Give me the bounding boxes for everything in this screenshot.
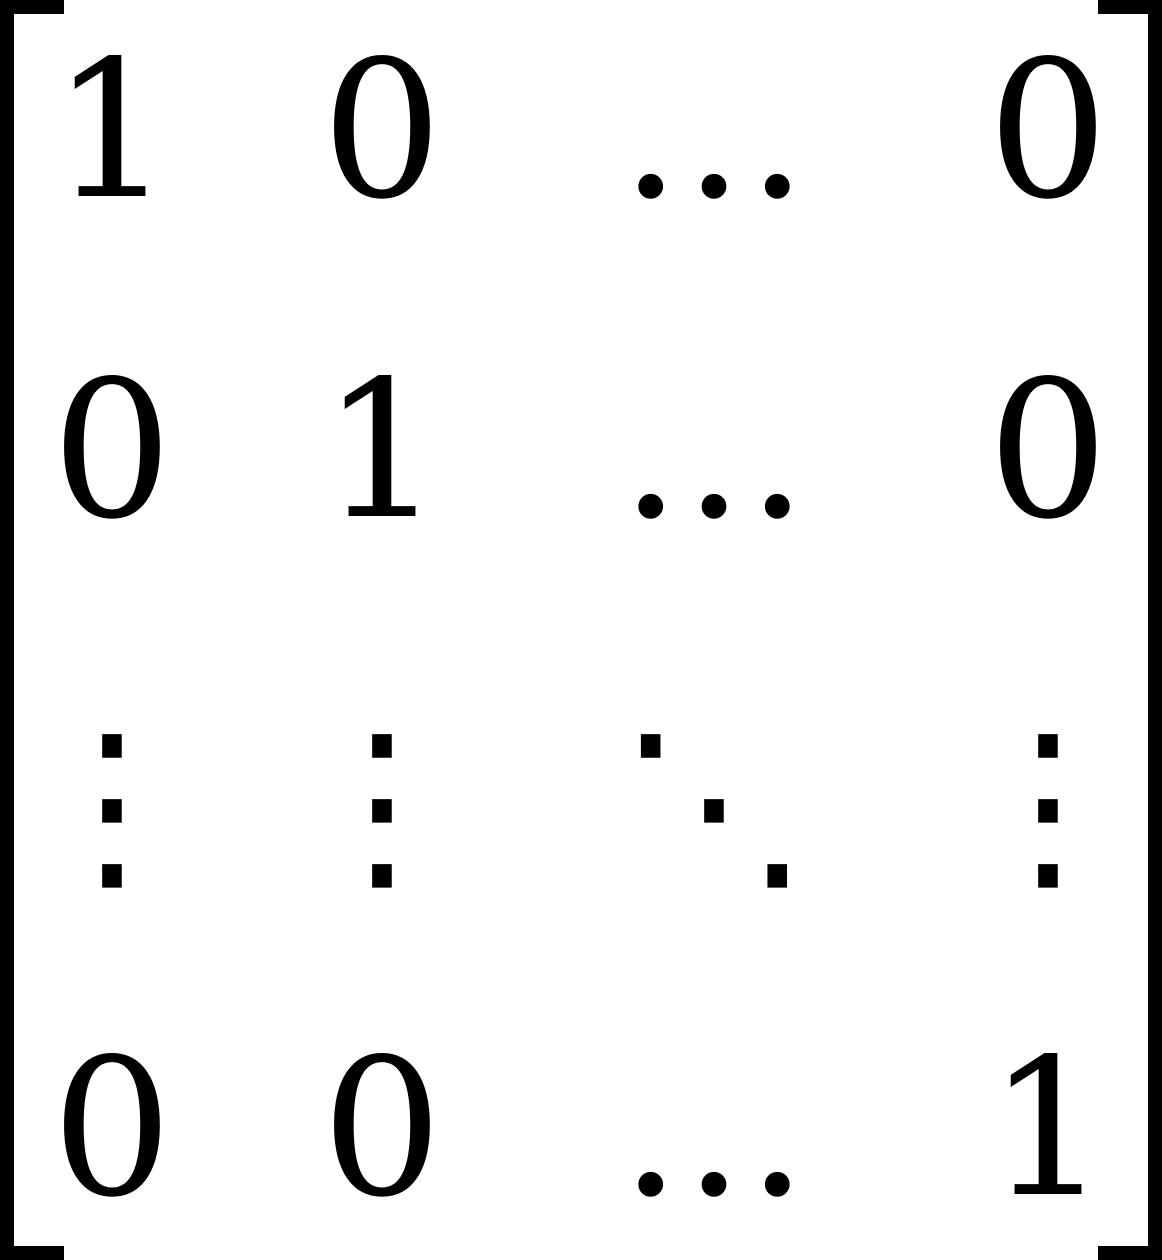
matrix-entry-r3-c1: ⋮ bbox=[17, 694, 207, 915]
matrix-entry-r2-c3: … bbox=[619, 340, 809, 561]
matrix-entry-r1-c3: … bbox=[619, 20, 809, 241]
matrix-entry-r4-c3: … bbox=[619, 1018, 809, 1239]
matrix-entry-r4-c1: 0 bbox=[52, 1018, 173, 1239]
matrix-entry-r4-c2: 0 bbox=[322, 1018, 443, 1239]
matrix-entry-r4-c4: 1 bbox=[988, 1018, 1109, 1239]
matrix-entry-r3-c3: ⋱ bbox=[619, 694, 809, 915]
left-bracket bbox=[0, 0, 64, 1260]
matrix-entry-r2-c2: 1 bbox=[322, 340, 443, 561]
matrix-entry-r3-c2: ⋮ bbox=[287, 694, 477, 915]
matrix-entry-r2-c1: 0 bbox=[52, 340, 173, 561]
matrix-entry-r1-c4: 0 bbox=[988, 20, 1109, 241]
right-bracket bbox=[1098, 0, 1162, 1260]
matrix-entry-r1-c2: 0 bbox=[322, 20, 443, 241]
matrix-entry-r2-c4: 0 bbox=[988, 340, 1109, 561]
matrix-entry-r1-c1: 1 bbox=[52, 20, 173, 241]
matrix-entry-r3-c4: ⋮ bbox=[953, 694, 1143, 915]
